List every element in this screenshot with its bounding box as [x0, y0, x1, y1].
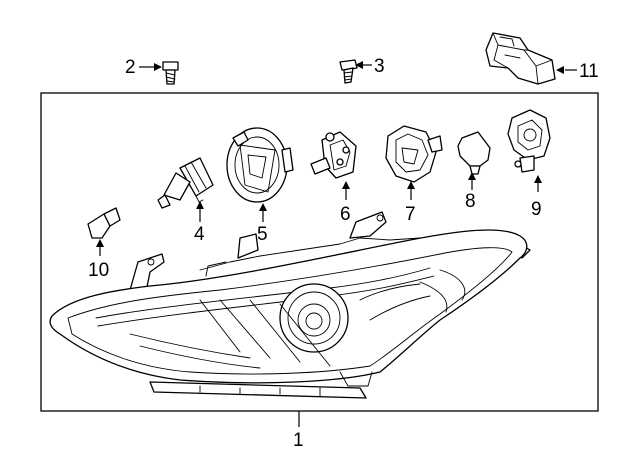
callout-5: 5: [257, 224, 268, 245]
callout-6: 6: [340, 204, 351, 225]
arrowhead-2: [154, 63, 162, 71]
part-8-bulb: [457, 131, 491, 175]
arrowhead-6: [342, 181, 350, 189]
arrowhead-3: [355, 61, 363, 69]
callout-1: 1: [293, 430, 304, 451]
arrowhead-10: [96, 239, 104, 247]
callout-9: 9: [531, 199, 542, 220]
callout-4: 4: [194, 224, 205, 245]
arrowhead-8: [468, 172, 476, 180]
callout-11: 11: [579, 61, 599, 82]
part-9-bulb-socket: [507, 109, 551, 173]
part-3-screw: [339, 59, 358, 84]
part-1-headlamp-assembly: [49, 211, 531, 399]
part-11-bracket: [485, 32, 556, 85]
arrowhead-11: [556, 66, 564, 74]
callout-2: 2: [125, 57, 136, 78]
arrowhead-4: [196, 201, 204, 209]
part-5-cover: [226, 127, 294, 203]
callout-8: 8: [465, 191, 476, 212]
arrowhead-7: [407, 181, 415, 189]
callout-10: 10: [88, 260, 109, 281]
part-7-socket: [385, 125, 443, 183]
part-6-socket: [310, 131, 357, 179]
part-10-bulb: [87, 207, 121, 239]
arrowhead-5: [259, 203, 267, 211]
assembly-frame: [40, 92, 599, 412]
part-4-bulb: [157, 157, 214, 209]
callout-7: 7: [405, 204, 416, 225]
callout-3: 3: [374, 56, 385, 77]
arrowhead-9: [534, 175, 542, 183]
part-2-screw: [162, 61, 179, 85]
